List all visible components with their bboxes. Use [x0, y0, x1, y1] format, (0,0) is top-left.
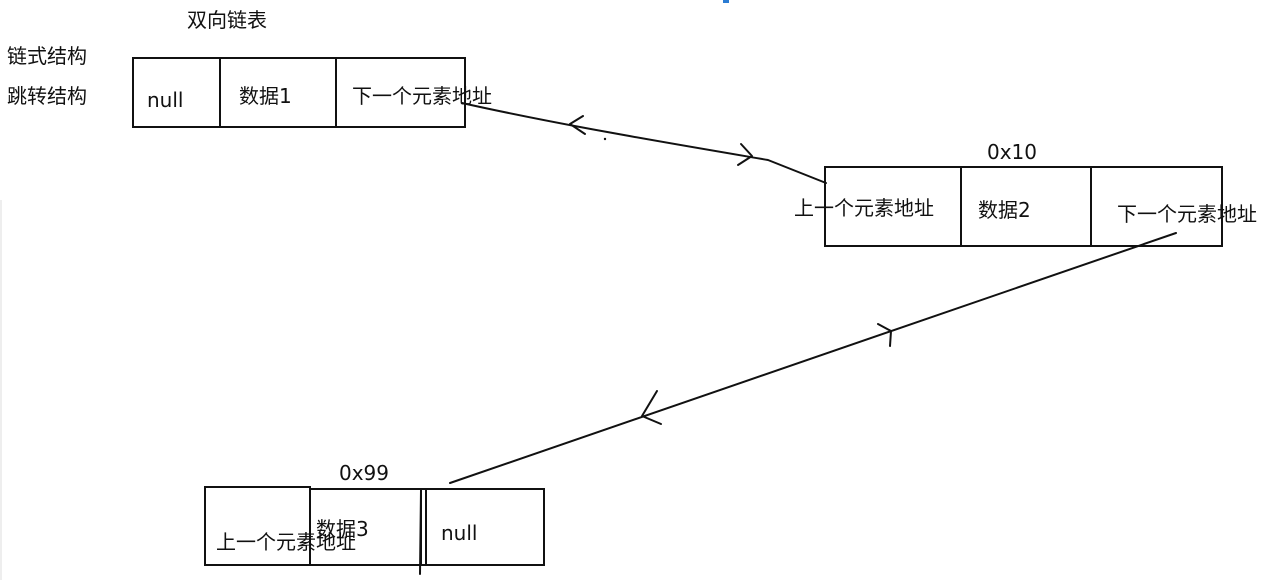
side-label-jump-structure: 跳转结构 [7, 84, 87, 108]
diagram-title: 双向链表 [187, 8, 267, 32]
left-edge-line [0, 200, 2, 580]
node-3-prev-text: 上一个元素地址 [216, 530, 356, 554]
node-2-data-text: 数据2 [978, 198, 1031, 222]
arrowhead-back-to-node1 [569, 115, 586, 135]
node-1-next-cell [335, 57, 466, 128]
connector-node2-node3 [449, 232, 1177, 484]
node-1-prev-text: null [147, 88, 184, 112]
connector-node1-node2 [461, 102, 827, 184]
arrowhead-forward-to-node2 [737, 143, 753, 166]
node-2-next-text: 下一个元素地址 [1117, 202, 1257, 226]
node-3-divider-overdraw [419, 489, 422, 575]
node-2-address: 0x10 [987, 140, 1038, 164]
node-3-data-cell [309, 488, 427, 566]
stray-dot [603, 137, 607, 141]
node-3-next-text: null [441, 521, 478, 545]
node-3-address: 0x99 [339, 461, 390, 485]
arrowhead-back-to-node2 [877, 323, 892, 347]
node-1-data-text: 数据1 [239, 84, 292, 108]
top-accent-marker [723, 0, 729, 3]
node-2-prev-text: 上一个元素地址 [794, 196, 934, 220]
side-label-chain-structure: 链式结构 [7, 44, 87, 68]
node-2-next-cell [1090, 166, 1223, 247]
node-3-data-text: 数据3 [316, 517, 369, 541]
arrowhead-forward-to-node3 [641, 390, 662, 425]
